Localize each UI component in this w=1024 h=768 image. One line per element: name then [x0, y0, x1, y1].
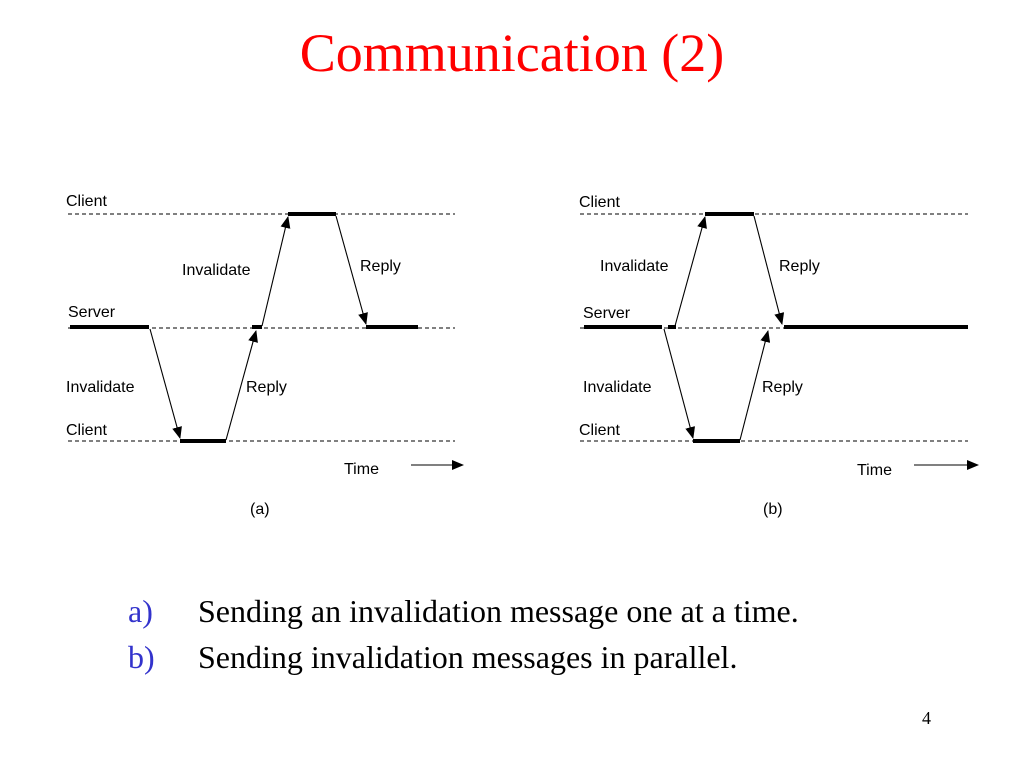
reply-label-lower: Reply — [246, 379, 287, 396]
diagram-caption: (b) — [763, 501, 783, 518]
invalidate-arrow-lower — [663, 328, 696, 439]
time-label: Time — [857, 462, 892, 479]
reply-arrow-upper — [335, 215, 368, 325]
client-bottom-label: Client — [579, 422, 620, 439]
server-label: Server — [583, 305, 631, 322]
time-label: Time — [344, 461, 379, 478]
reply-label-upper: Reply — [360, 258, 401, 275]
bullet-marker: b) — [128, 639, 155, 675]
bullet-text: Sending an invalidation message one at a… — [198, 593, 799, 629]
client-top-label: Client — [579, 194, 620, 211]
invalidate-arrow-upper — [261, 216, 291, 327]
client-top-label: Client — [66, 193, 107, 210]
invalidate-label-upper: Invalidate — [600, 258, 669, 275]
invalidate-label-lower: Invalidate — [66, 379, 135, 396]
diagram-caption: (a) — [250, 501, 270, 518]
invalidate-label-lower: Invalidate — [583, 379, 652, 396]
bullet-list: a) Sending an invalidation message one at… — [128, 588, 799, 680]
reply-arrow-lower — [739, 330, 771, 441]
reply-label-lower: Reply — [762, 379, 803, 396]
reply-arrow-upper — [753, 215, 785, 325]
bullet-item: b) Sending invalidation messages in paral… — [128, 634, 799, 680]
bullet-text: Sending invalidation messages in paralle… — [198, 639, 738, 675]
invalidate-arrow-lower — [149, 328, 182, 439]
server-label: Server — [68, 304, 116, 321]
invalidate-arrow-upper — [674, 216, 707, 327]
diagram-b: Client Server Client Invalidate Reply In… — [579, 194, 979, 518]
invalidate-label-upper: Invalidate — [182, 262, 251, 279]
diagram-a: Client Server Client Invalidate Reply In… — [66, 193, 464, 518]
bullet-item: a) Sending an invalidation message one at… — [128, 588, 799, 634]
reply-label-upper: Reply — [779, 258, 820, 275]
slide-title: Communication (2) — [299, 23, 725, 83]
page-number: 4 — [922, 708, 931, 728]
bullet-marker: a) — [128, 593, 153, 629]
client-bottom-label: Client — [66, 422, 107, 439]
reply-arrow-lower — [225, 330, 258, 441]
